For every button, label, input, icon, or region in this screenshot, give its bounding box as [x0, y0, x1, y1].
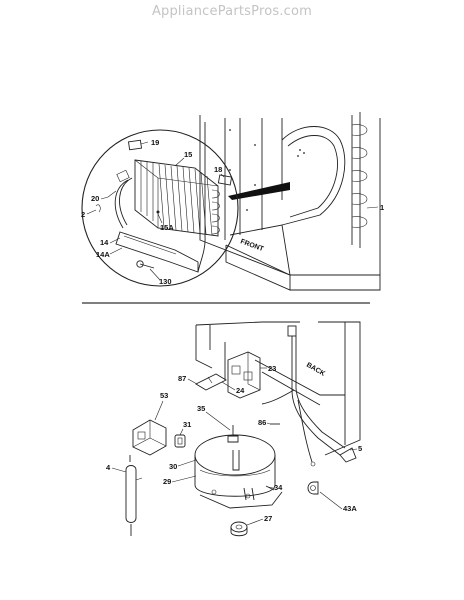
callout-15a: 15A	[160, 223, 174, 232]
callout-35: 35	[197, 404, 205, 413]
clamp-43a	[307, 481, 319, 495]
detail-pointer	[228, 182, 290, 200]
callout-19: 19	[151, 138, 159, 147]
detail-circle	[81, 129, 239, 287]
cabinet-outline: FRONT	[199, 115, 381, 291]
lower-callouts: 23 87 24 53 35 31 86 5 4 30 29 34 43A	[106, 364, 362, 526]
callout-15: 15	[184, 150, 192, 159]
callout-20: 20	[91, 194, 99, 203]
callout-43a: 43A	[343, 504, 357, 513]
clip-31	[174, 434, 186, 448]
upper-callouts: 19 15 18 20 2 15A 14 14A 130	[81, 138, 225, 286]
back-panel-label: BACK	[305, 362, 326, 378]
side-condenser-coil: 1	[351, 112, 384, 248]
lower-assembly: BACK	[106, 321, 362, 537]
upper-assembly: FRONT 1	[81, 112, 384, 291]
part-2-clip	[95, 204, 101, 213]
callout-14a: 14A	[96, 250, 110, 259]
callout-30: 30	[169, 462, 177, 471]
cabinet-back-outline: BACK	[195, 321, 361, 456]
callout-34: 34	[274, 483, 283, 492]
compressor	[194, 425, 283, 509]
relay-bracket-23	[227, 351, 261, 399]
callout-31: 31	[183, 420, 191, 429]
callout-130: 130	[159, 277, 172, 286]
part-130-screw	[136, 260, 155, 269]
filter-drier-4	[125, 455, 143, 536]
callout-86: 86	[258, 418, 266, 427]
bolt-34	[265, 485, 275, 491]
bracket-87-24	[195, 373, 227, 391]
power-cord-harness	[261, 325, 357, 467]
callout-2: 2	[81, 210, 85, 219]
callout-87: 87	[178, 374, 186, 383]
callout-14: 14	[100, 238, 109, 247]
callout-24: 24	[236, 386, 245, 395]
callout-1: 1	[380, 203, 384, 212]
front-panel-label: FRONT	[239, 238, 265, 253]
callout-23: 23	[268, 364, 276, 373]
callout-18: 18	[214, 165, 222, 174]
callout-27: 27	[264, 514, 272, 523]
relay-53	[132, 419, 167, 456]
callout-29: 29	[163, 477, 171, 486]
watermark: AppliancePartsPros.com	[151, 4, 313, 19]
callout-5: 5	[358, 444, 362, 453]
callout-4: 4	[106, 463, 111, 472]
callout-53: 53	[160, 391, 168, 400]
grommet-27	[230, 521, 248, 537]
